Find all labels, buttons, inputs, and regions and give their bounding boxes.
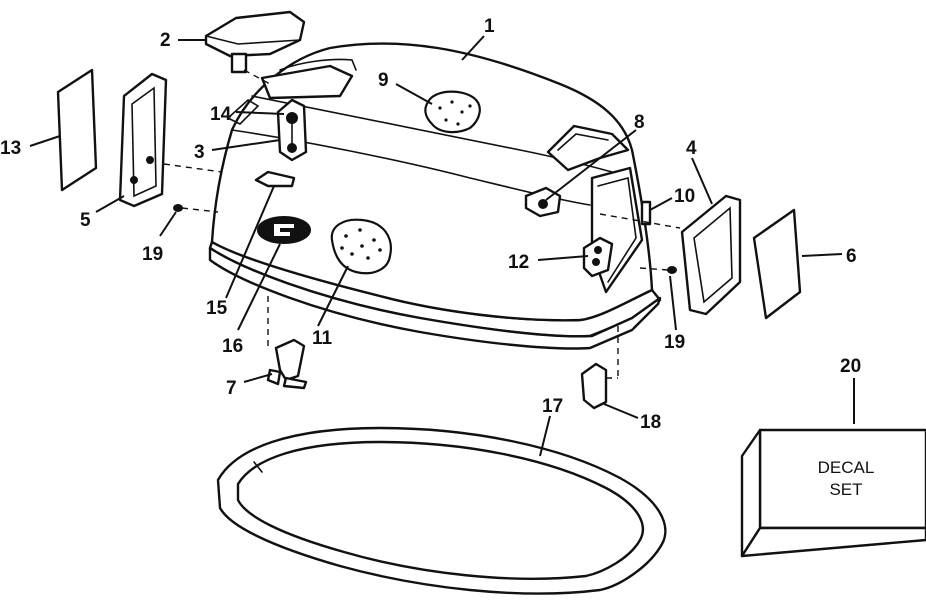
callout-13: 13: [0, 138, 21, 159]
bottom-right-bracket: [580, 362, 608, 410]
sponge-top: [424, 90, 481, 134]
callout-15: 15: [206, 298, 228, 319]
callout-16: 16: [222, 336, 243, 357]
decal-box: [740, 428, 926, 558]
pin-left: [173, 204, 183, 212]
sponge-front: [330, 218, 392, 275]
callout-12: 12: [508, 252, 529, 273]
callout-1: 1: [484, 16, 495, 37]
callout-labels: 1 2 3 4 5 6 7 8 9 10 11 12 13 14 15 16 1…: [0, 16, 861, 433]
alignment-lines: [163, 69, 681, 379]
callout-8: 8: [634, 112, 645, 133]
callout-5: 5: [80, 210, 91, 231]
side-latch: [582, 236, 614, 278]
left-frame: [118, 72, 168, 208]
decal-line1: DECAL: [818, 458, 875, 477]
bottom-seal: [216, 426, 667, 595]
motor-cover: [208, 42, 662, 350]
callout-18: 18: [640, 412, 661, 433]
right-gasket: [752, 208, 802, 320]
callout-7: 7: [226, 378, 237, 399]
small-pin: [640, 200, 652, 226]
callout-2: 2: [160, 30, 171, 51]
leader-lines: [29, 35, 855, 457]
top-cap: [204, 10, 306, 74]
callout-9: 9: [378, 70, 389, 91]
latch-plate: [276, 98, 308, 162]
right-frame: [680, 194, 742, 316]
callout-4: 4: [686, 138, 697, 159]
decal-line2: SET: [829, 480, 862, 499]
callout-19-right: 19: [664, 332, 685, 353]
callout-10: 10: [674, 186, 695, 207]
callout-20: 20: [840, 356, 861, 377]
callout-3: 3: [194, 142, 205, 163]
callout-14: 14: [210, 104, 232, 125]
bottom-left-bracket: [266, 338, 308, 390]
callout-6: 6: [846, 246, 857, 267]
small-clip: [254, 170, 296, 188]
callout-19-left: 19: [142, 244, 163, 265]
callout-11: 11: [312, 328, 333, 349]
callout-17: 17: [542, 396, 563, 417]
emblem: [257, 216, 311, 244]
left-gasket: [56, 68, 98, 192]
pin-right: [667, 266, 677, 274]
